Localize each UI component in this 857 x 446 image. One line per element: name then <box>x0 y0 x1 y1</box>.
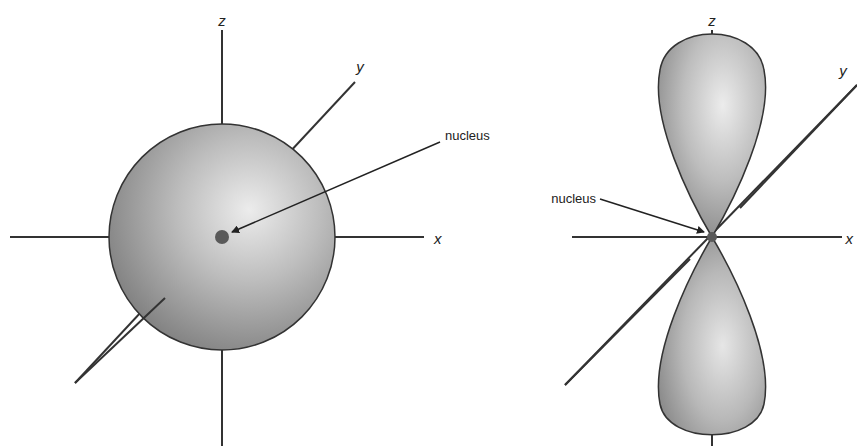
leader-line <box>600 199 704 232</box>
axis-label: x <box>434 231 442 246</box>
nucleus-dot <box>215 230 229 244</box>
axis-label: z <box>218 13 226 28</box>
p-orbital-lobe <box>658 237 765 435</box>
nucleus-dot <box>707 232 717 242</box>
axis-label: y <box>356 59 364 74</box>
s-orbital-sphere <box>109 124 335 350</box>
axis-label: x <box>846 231 854 246</box>
axis-label: y <box>839 63 847 78</box>
axis-label: z <box>708 13 716 28</box>
axes-right <box>565 30 857 446</box>
y-axis-back <box>740 85 857 208</box>
leader-line <box>232 142 440 232</box>
p-orbital-lobe <box>658 34 765 237</box>
y-axis-front <box>565 259 690 385</box>
axes-left <box>10 30 424 446</box>
callout-label: nucleus <box>445 129 490 142</box>
callout-label: nucleus <box>551 192 596 205</box>
y-axis-front <box>75 298 165 383</box>
